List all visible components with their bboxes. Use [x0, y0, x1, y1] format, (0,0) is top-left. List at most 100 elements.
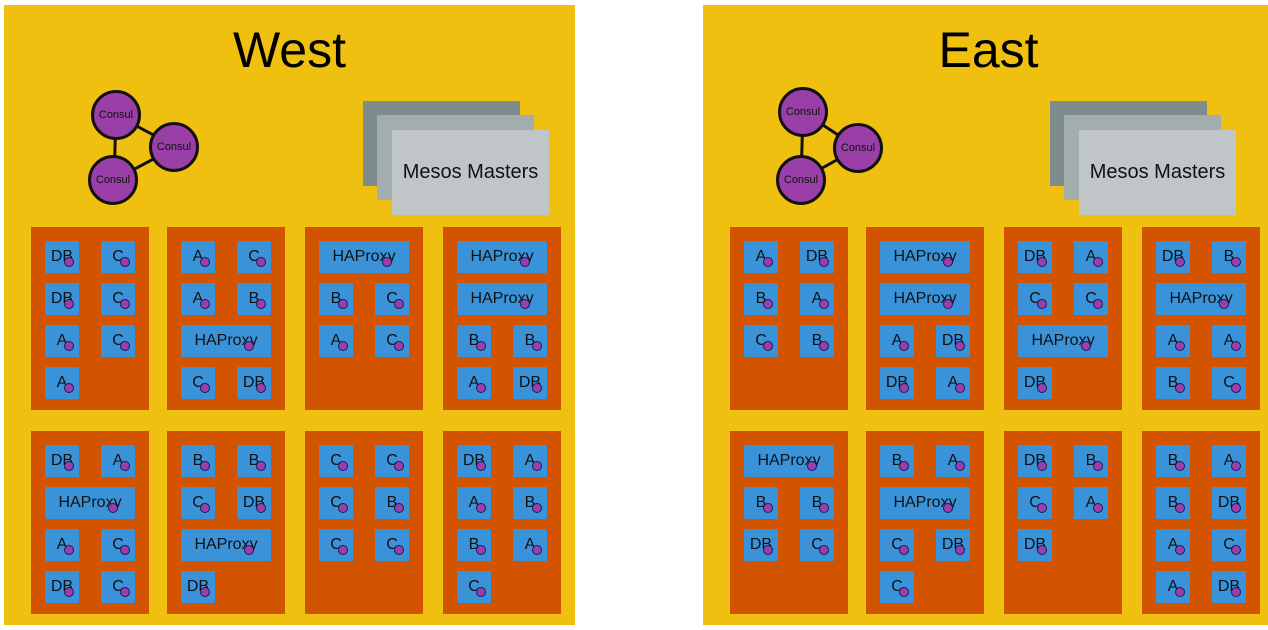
task-label: C [330, 536, 342, 553]
task-label: DB [50, 248, 74, 265]
task-label: C [1029, 494, 1041, 511]
task-label: C [386, 536, 398, 553]
task-c: C [375, 445, 409, 477]
mesos-masters-label: Mesos Masters [392, 130, 549, 215]
task-haproxy: HAProxy [181, 325, 271, 357]
task-label: B [468, 332, 480, 349]
consul-agent-dot [899, 341, 909, 351]
task-label: HAProxy [1031, 332, 1095, 349]
task-label: DB [941, 332, 965, 349]
task-b: B [1156, 445, 1190, 477]
consul-agent-dot [120, 461, 130, 471]
task-haproxy: HAProxy [319, 241, 409, 273]
task-c: C [1074, 283, 1108, 315]
task-label: B [755, 494, 767, 511]
task-label: HAProxy [470, 248, 534, 265]
task-a: A [880, 325, 914, 357]
consul-agent-dot [899, 545, 909, 555]
task-b: B [1074, 445, 1108, 477]
task-label: A [192, 248, 204, 265]
task-label: B [248, 452, 260, 469]
consul-agent-dot [64, 257, 74, 267]
consul-agent-dot [108, 503, 118, 513]
consul-agent-dot [532, 383, 542, 393]
consul-agent-dot [476, 503, 486, 513]
task-label: DB [805, 248, 829, 265]
task-c: C [1212, 367, 1246, 399]
task-label: A [192, 290, 204, 307]
consul-agent-dot [899, 587, 909, 597]
consul-agent-dot [763, 299, 773, 309]
task-db: DB [237, 487, 271, 519]
consul-agent-dot [899, 461, 909, 471]
task-label: A [524, 536, 536, 553]
consul-agent-dot [200, 383, 210, 393]
consul-agent-dot [120, 587, 130, 597]
task-db: DB [45, 283, 79, 315]
task-a: A [744, 241, 778, 273]
task-a: A [1074, 487, 1108, 519]
consul-agent-dot [64, 587, 74, 597]
task-a: A [800, 283, 834, 315]
consul-agent-dot [1231, 461, 1241, 471]
consul-agent-dot [1231, 257, 1241, 267]
consul-node: Consul [88, 155, 138, 205]
task-label: B [524, 332, 536, 349]
task-c: C [457, 571, 491, 603]
consul-agent-dot [256, 461, 266, 471]
task-db: DB [237, 367, 271, 399]
task-db: DB [1212, 571, 1246, 603]
task-label: A [891, 332, 903, 349]
task-label: HAProxy [58, 494, 122, 511]
task-label: A [947, 452, 959, 469]
consul-agent-dot [200, 587, 210, 597]
task-c: C [375, 283, 409, 315]
task-a: A [457, 367, 491, 399]
consul-agent-dot [943, 299, 953, 309]
task-label: C [112, 290, 124, 307]
consul-agent-dot [120, 341, 130, 351]
task-c: C [375, 529, 409, 561]
consul-agent-dot [1231, 503, 1241, 513]
task-c: C [319, 529, 353, 561]
consul-agent-dot [64, 299, 74, 309]
task-c: C [101, 571, 135, 603]
task-label: DB [50, 290, 74, 307]
task-haproxy: HAProxy [1018, 325, 1108, 357]
task-label: B [1085, 452, 1097, 469]
consul-agent-dot [1093, 503, 1103, 513]
consul-agent-dot [1037, 383, 1047, 393]
consul-agent-dot [200, 299, 210, 309]
consul-agent-dot [244, 545, 254, 555]
task-label: DB [1023, 374, 1047, 391]
consul-agent-dot [943, 503, 953, 513]
task-c: C [237, 241, 271, 273]
task-db: DB [1156, 241, 1190, 273]
task-c: C [375, 325, 409, 357]
task-label: C [192, 374, 204, 391]
task-a: A [513, 445, 547, 477]
task-label: DB [186, 578, 210, 595]
consul-agent-dot [1093, 299, 1103, 309]
consul-agent-dot [955, 545, 965, 555]
consul-agent-dot [1037, 461, 1047, 471]
task-haproxy: HAProxy [45, 487, 135, 519]
consul-agent-dot [200, 461, 210, 471]
task-c: C [101, 283, 135, 315]
task-label: C [330, 494, 342, 511]
consul-agent-dot [955, 461, 965, 471]
consul-agent-dot [244, 341, 254, 351]
task-label: HAProxy [470, 290, 534, 307]
task-c: C [744, 325, 778, 357]
task-b: B [457, 529, 491, 561]
consul-agent-dot [1231, 587, 1241, 597]
consul-agent-dot [1175, 461, 1185, 471]
task-label: A [755, 248, 767, 265]
